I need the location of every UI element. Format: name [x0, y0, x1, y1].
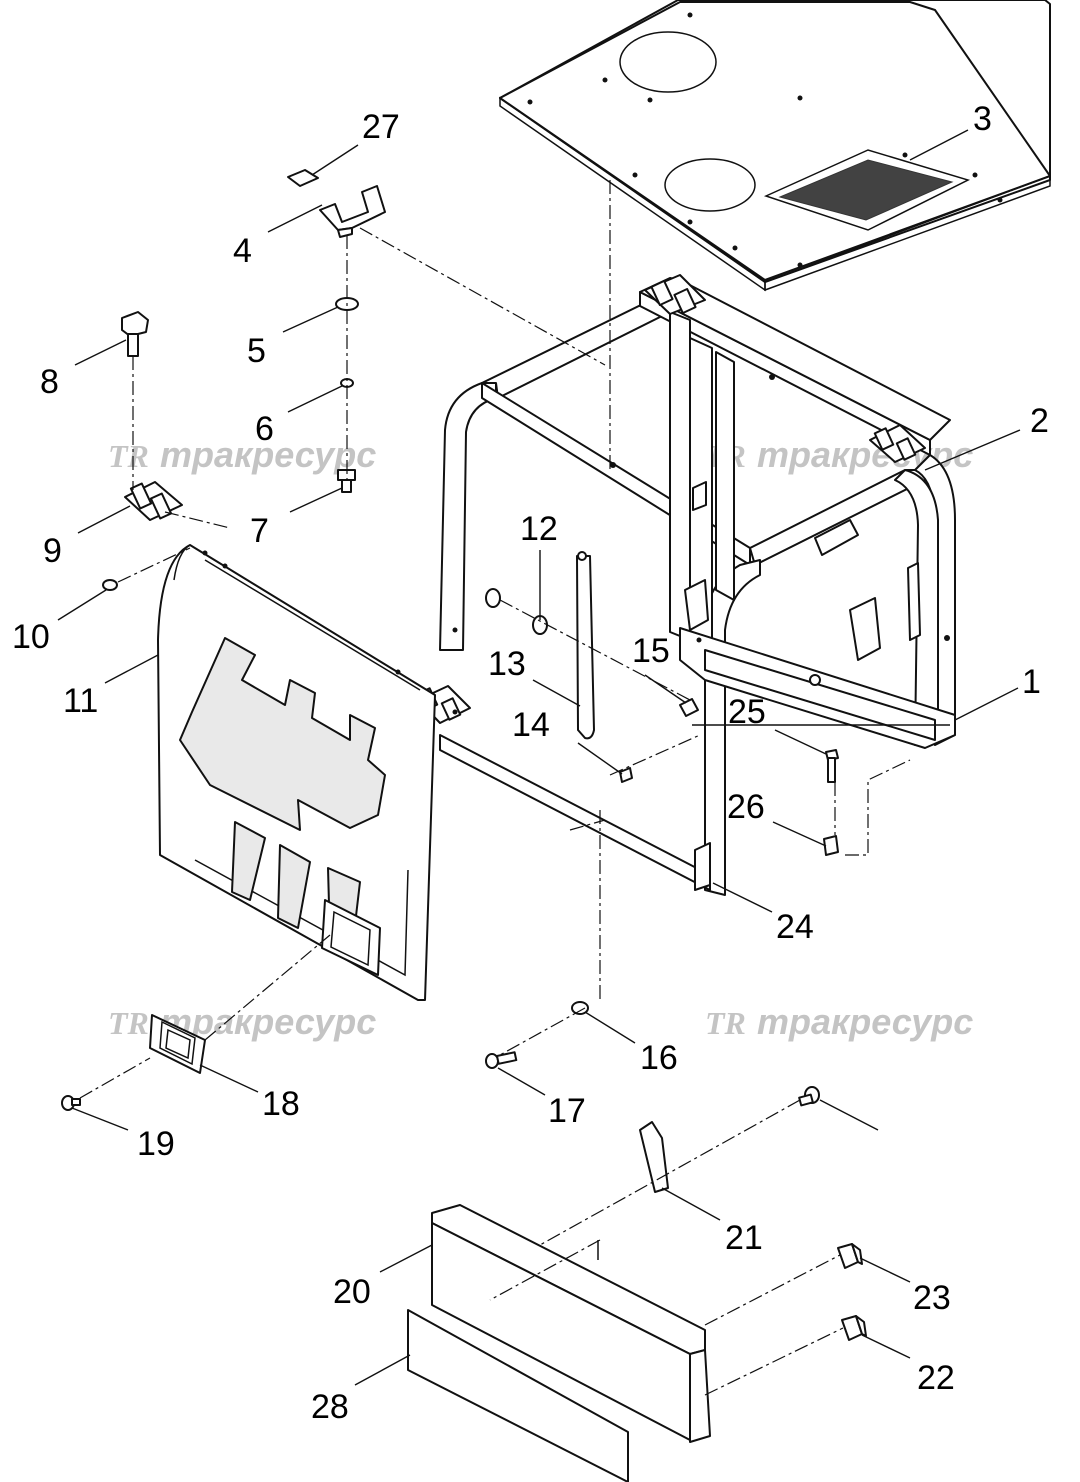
callout-4: 4: [233, 232, 252, 270]
watermark-text: тракресурс: [160, 434, 376, 475]
leader-lines: [57, 129, 1021, 1386]
long-bolt: [485, 1051, 518, 1069]
callout-25: 25: [728, 693, 766, 731]
watermark-bottom-left: TR тракресурс: [108, 1001, 376, 1042]
watermark-bottom-right: TR тракресурс: [705, 1001, 973, 1042]
cabin-frame: [417, 274, 956, 896]
flange-bolt-right: [798, 1086, 820, 1107]
door-latch-plate: [149, 1014, 206, 1074]
callout-12: 12: [520, 510, 558, 548]
wing-bolt: [619, 767, 633, 783]
callout-20: 20: [333, 1273, 371, 1311]
callout-9: 9: [43, 532, 62, 570]
callout-24: 24: [776, 908, 814, 946]
watermark-logo: TR: [108, 1005, 149, 1041]
roof-panel: [499, 0, 1051, 292]
callout-15: 15: [632, 632, 670, 670]
callout-7: 7: [250, 512, 269, 550]
callout-1: 1: [1022, 663, 1041, 701]
callout-5: 5: [247, 332, 266, 370]
lock-nut: [571, 1001, 589, 1015]
rubber-pad: [287, 169, 319, 187]
callout-27: 27: [362, 108, 400, 146]
rubber-cushion: [485, 588, 501, 608]
callout-10: 10: [12, 618, 50, 656]
callout-13: 13: [488, 645, 526, 683]
callout-6: 6: [255, 410, 274, 448]
callout-11: 11: [63, 682, 98, 720]
callout-23: 23: [913, 1279, 951, 1317]
callout-labels: 1 2 3 4 5 6 7 8 9 10 11 12 13 14 15 16 1…: [12, 100, 1049, 1426]
callout-28: 28: [311, 1388, 349, 1426]
callout-26: 26: [727, 788, 765, 826]
door-stay-rod: [576, 555, 595, 740]
frame-bolt: [825, 749, 839, 783]
latch-screw: [61, 1095, 81, 1111]
anti-slip-mat: [407, 1309, 629, 1482]
callout-16: 16: [640, 1039, 678, 1077]
step-bracket: [639, 1121, 669, 1193]
callout-21: 21: [725, 1219, 763, 1257]
frame-nut: [823, 835, 839, 856]
callout-18: 18: [262, 1085, 300, 1123]
watermark-logo: TR: [108, 438, 149, 474]
callout-2: 2: [1030, 402, 1049, 440]
hex-bolt-short: [337, 469, 356, 493]
stay-pin: [679, 698, 699, 717]
nut: [102, 579, 118, 591]
callout-14: 14: [512, 706, 550, 744]
callout-8: 8: [40, 363, 59, 401]
callout-22: 22: [917, 1359, 955, 1397]
callout-17: 17: [548, 1092, 586, 1130]
flange-bolt: [121, 311, 149, 357]
watermark-text: тракресурс: [757, 1001, 973, 1042]
watermark-logo: TR: [705, 1005, 746, 1041]
callout-19: 19: [137, 1125, 175, 1163]
end-cap-upper: [837, 1243, 863, 1269]
side-door: [157, 544, 436, 1001]
roof-bracket: [319, 185, 386, 238]
callout-3: 3: [973, 100, 992, 138]
watermark-top-left: TR тракресурс: [108, 434, 376, 475]
end-cap-lower: [841, 1315, 867, 1341]
step-cover: [431, 1204, 711, 1443]
